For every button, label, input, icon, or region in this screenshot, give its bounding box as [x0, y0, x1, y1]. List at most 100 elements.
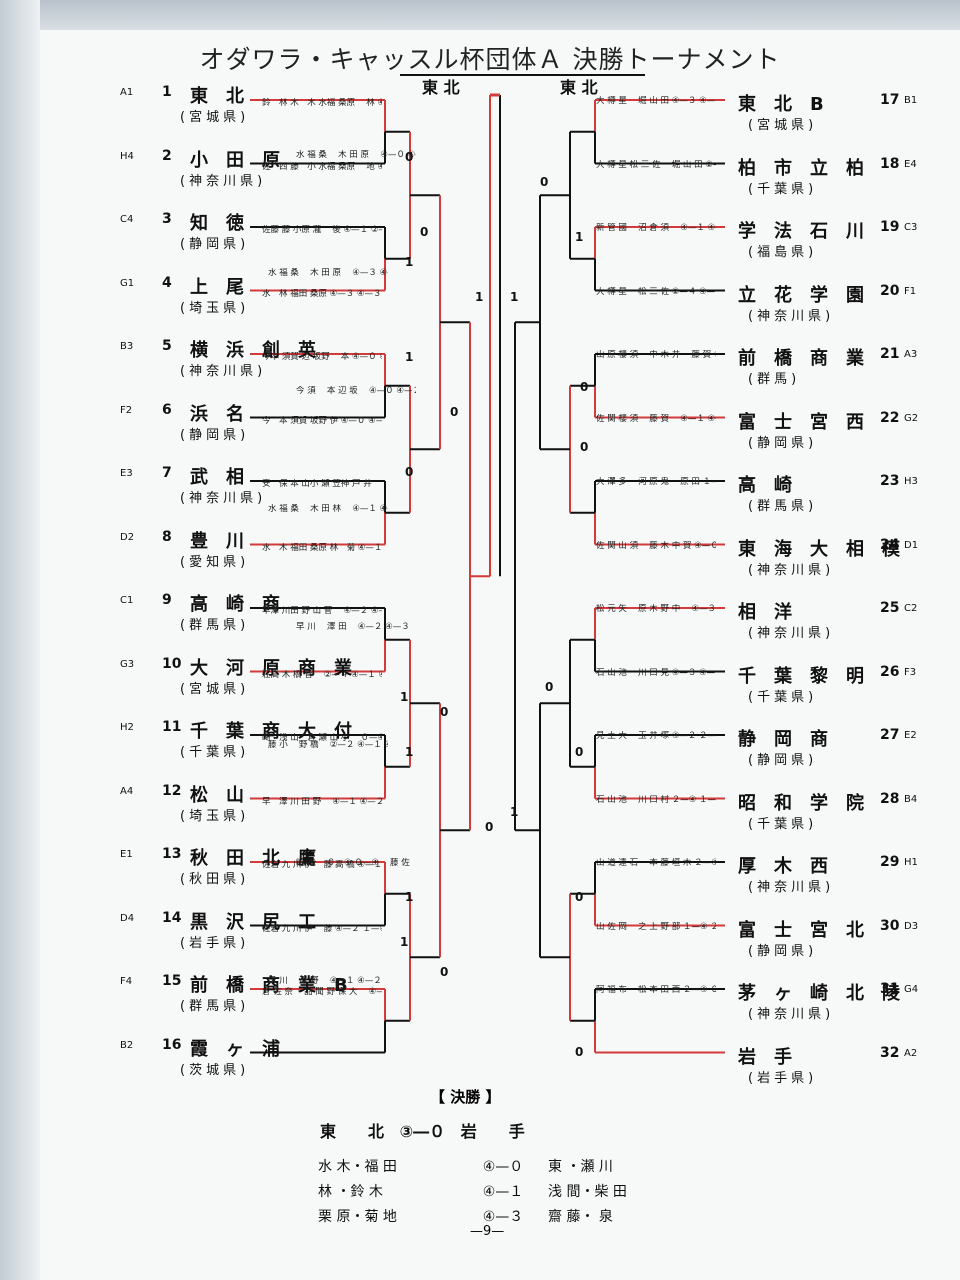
match-detail: 大 樽 星 堀 山 田 ④—３ ④—２ 小 橋 村 林 石 川 林 爪 川 — [596, 96, 716, 106]
team-name: 秋田北鷹 — [190, 848, 334, 869]
final-bout-score: ④—０ — [482, 1159, 524, 1175]
team-seed: C4 — [120, 214, 134, 225]
round-score: 1 — [510, 290, 519, 304]
match-detail: 見 土 大 玉 井 塚 ④—２ ２—④ ④—０ 堀 藤 本 木 山 — [596, 731, 716, 741]
match-detail: 佐藤 藤 小原 瀧 後 ④—１ ②—２ ④—０ 鷹 根 藤 山 内 金 田 野 … — [262, 225, 382, 235]
round-score: 1 — [405, 255, 414, 269]
team-seed: H3 — [904, 476, 918, 487]
final-bout-right: 浅 間・柴 田 — [548, 1184, 627, 1200]
match-detail: 水 木 福田 桑原 林 菊 ④—１ ④—２ ④—３ 田 川 芝 高 島 崎 野 … — [262, 542, 382, 553]
match-detail: 大 樽 星 松 三 佐 ②—４ ④—２ ④—１ 櫻 須 瀬 井 藤 中 賀 藤 — [596, 286, 716, 297]
match-detail: 鈴 林 木 木 水福 桑原 林 ④—２ ④—０ 田中 中島 力石 有泉 曽根 町… — [262, 98, 382, 108]
team-num: 18 — [880, 155, 900, 172]
final-bout-score: ④—３ — [482, 1209, 524, 1225]
team-pref: (神奈川県) — [748, 1007, 835, 1022]
team-num: 32 — [880, 1044, 900, 1061]
round-score: 1 — [405, 745, 414, 759]
team-name: 厚木西 — [738, 856, 846, 877]
team-seed: D1 — [904, 539, 919, 551]
team-num: 24 — [880, 536, 900, 553]
team-num: 13 — [162, 846, 182, 862]
team-num: 14 — [162, 909, 182, 926]
round-score: 0 — [575, 890, 584, 904]
team-name: 浜名 — [190, 403, 262, 425]
team-pref: (神奈川県) — [748, 880, 835, 895]
team-seed: H2 — [120, 722, 134, 733]
team-pref: (埼玉県) — [180, 300, 250, 316]
team-seed: F4 — [120, 976, 133, 987]
team-name: 高崎商 — [190, 594, 298, 615]
team-seed: E4 — [904, 158, 917, 170]
match-detail: 石 山 池 川 口 見 ④—３ ④—１ 見 土 大 成 永 玉 井 塚 — [596, 667, 716, 678]
match-detail: 早 川 澤 田 ④—２ ④—３ 藤 佐 秋 — [296, 622, 416, 632]
team-name: 霞ヶ浦 — [190, 1038, 298, 1060]
team-name: 柏市立柏 — [738, 157, 882, 179]
team-seed: F3 — [904, 666, 917, 678]
round-score: 1 — [405, 350, 414, 364]
team-num: 1 — [162, 84, 172, 100]
match-detail: 水 福 桑 木 田 原 ④—３ ④—３ 本 須 細 坪 — [268, 268, 388, 278]
final-bout-left: 水 木・福 田 — [318, 1159, 397, 1175]
team-pref: (千葉県) — [180, 745, 250, 760]
team-pref: (千葉県) — [748, 816, 818, 832]
team-pref: (神奈川県) — [748, 562, 835, 578]
team-seed: A4 — [120, 785, 134, 797]
team-pref: (群馬) — [748, 372, 801, 387]
team-num: 27 — [880, 727, 900, 743]
match-detail: 水 林 福田 桑原 ④—３ ④—３ 林 木辺 須 細坪 坪 井 鳴 藤 — [262, 288, 382, 299]
team-seed: B4 — [904, 793, 918, 805]
team-num: 21 — [880, 346, 900, 362]
match-detail: 藤 小 野 橋 ②—２ ④—１ ④—１ 荘 木 — [268, 740, 388, 750]
team-pref: (群馬県) — [180, 618, 250, 633]
team-seed: D4 — [120, 912, 135, 924]
team-num: 26 — [880, 663, 900, 680]
whiteboard-frame-left — [0, 0, 40, 1280]
final-score: ③―０ — [399, 1122, 446, 1141]
round-score: 0 — [545, 680, 554, 694]
team-name: 松山 — [190, 784, 262, 806]
team-pref: (神奈川県) — [180, 491, 267, 506]
team-pref: (岩手県) — [180, 935, 250, 951]
team-seed: C1 — [120, 595, 134, 606]
team-num: 28 — [880, 790, 900, 807]
final-left-team: 東 北 — [320, 1122, 385, 1141]
team-pref: (宮城県) — [180, 681, 250, 697]
round-score: 0 — [575, 745, 584, 759]
page-number: —9— — [470, 1224, 505, 1239]
team-seed: C3 — [904, 222, 918, 233]
team-seed: A1 — [120, 87, 134, 98]
round-score: 0 — [405, 465, 414, 479]
match-detail: 水 福 桑 木 田 原 ④—０ ④—１ 藤 佐 小 後 — [296, 150, 416, 160]
round-score: 1 — [510, 805, 519, 819]
round-score: 0 — [405, 150, 414, 164]
team-pref: (愛知県) — [180, 554, 250, 570]
team-num: 25 — [880, 600, 900, 616]
team-num: 3 — [162, 211, 172, 227]
round-score: 1 — [400, 935, 409, 949]
team-pref: (神奈川県) — [180, 173, 267, 189]
match-detail: 大 澤 多 河 原 鬼 原 田 １—④ １—④ 崎 岡 田 原 田 川 山 益 — [596, 477, 716, 487]
team-pref: (静岡県) — [748, 943, 818, 959]
team-pref: (埼玉県) — [180, 808, 250, 824]
team-seed: G3 — [120, 658, 135, 670]
team-pref: (静岡県) — [180, 427, 250, 443]
team-num: 22 — [880, 409, 900, 426]
final-bout-right: 齋 藤・ 泉 — [548, 1209, 613, 1225]
team-pref: (神奈川県) — [180, 364, 267, 379]
round-score: 0 — [440, 705, 449, 719]
champion-flag-right: 東 北 — [500, 74, 645, 97]
match-detail: 大 樽 星 松 三 佐 堀 山 田 ②—２ ④—０ ０—④ 永 西 新 山 村 … — [596, 159, 716, 170]
